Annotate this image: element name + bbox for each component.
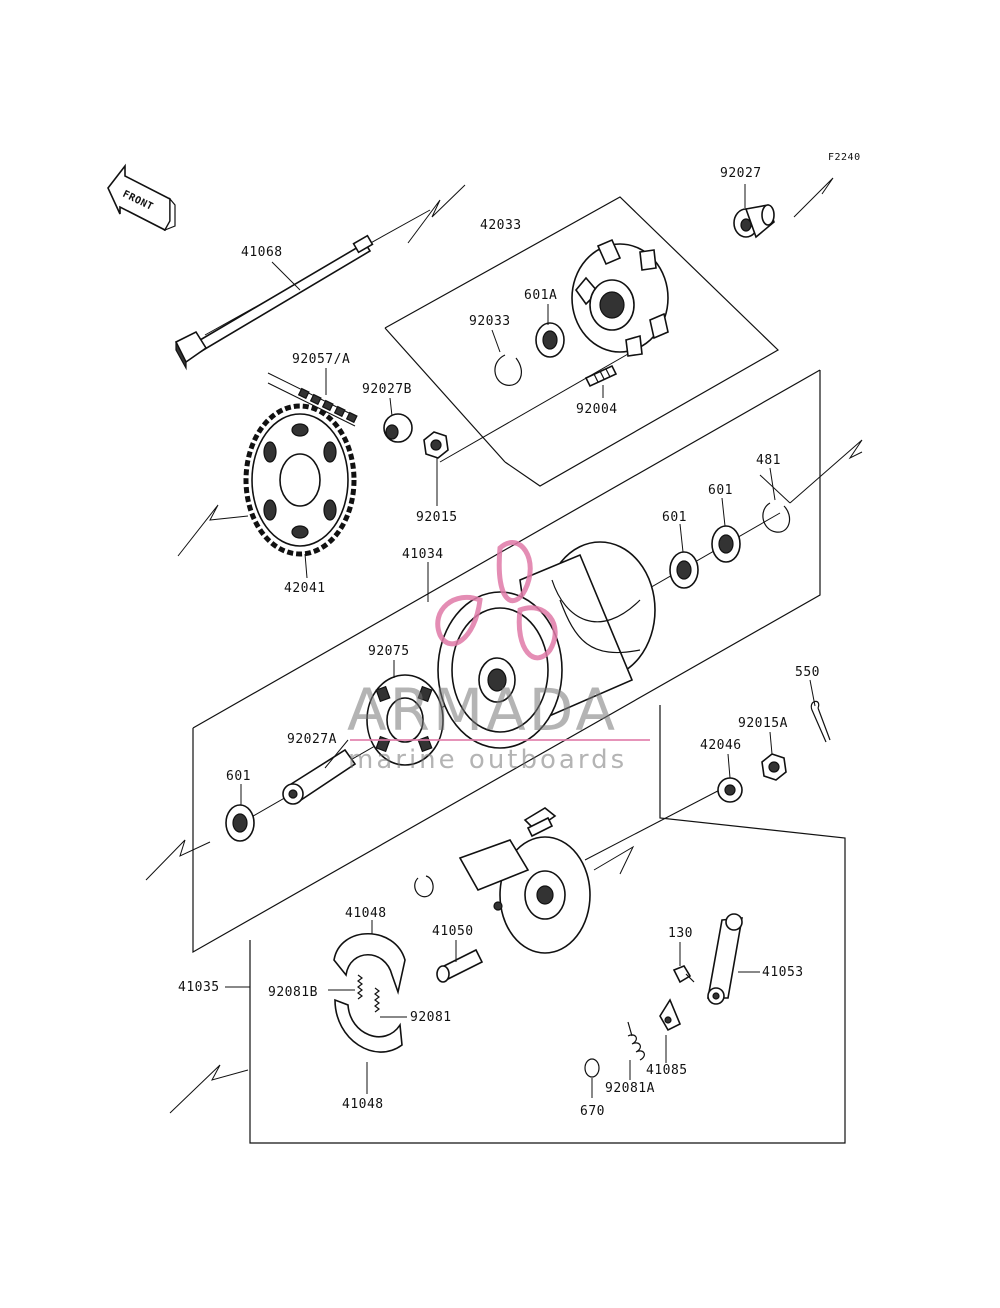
watermark-tagline: marine outboards [348, 745, 627, 775]
bearing-601-mid [669, 551, 699, 589]
spring-92081 [374, 987, 380, 1013]
group-outline-42033-edge [384, 327, 506, 463]
label-92057A: 92057/A [292, 352, 350, 367]
label-92075: 92075 [368, 644, 410, 659]
circlip-panel [414, 875, 434, 898]
brake-shoe-41048-top [333, 932, 406, 995]
label-41035: 41035 [178, 980, 220, 995]
label-130: 130 [668, 926, 693, 941]
label-601A: 601A [524, 288, 557, 303]
label-41048-bottom: 41048 [342, 1097, 384, 1112]
figure-code: F2240 [828, 152, 861, 163]
label-41048-top: 41048 [345, 906, 387, 921]
label-42041: 42041 [284, 581, 326, 596]
label-41053: 41053 [762, 965, 804, 980]
collar-92027A [282, 748, 357, 805]
watermark-brand: ARMADA [347, 676, 618, 744]
group-outline-42033 [384, 196, 779, 487]
damper-92075 [366, 674, 444, 766]
label-92027A: 92027A [287, 732, 337, 747]
label-92081: 92081 [410, 1010, 452, 1025]
camshaft-41050 [436, 948, 484, 983]
cotter-pin-550 [810, 700, 831, 743]
label-42046: 42046 [700, 738, 742, 753]
rear-sprocket-42041 [243, 403, 357, 557]
label-92033: 92033 [469, 314, 511, 329]
circlip-92033 [494, 354, 522, 386]
label-601-top: 601 [708, 483, 733, 498]
label-550: 550 [795, 665, 820, 680]
indicator-41085 [659, 998, 682, 1032]
collar-92027B [383, 413, 413, 443]
label-41085: 41085 [646, 1063, 688, 1078]
label-41068: 41068 [241, 245, 283, 260]
collar-42046 [717, 777, 743, 803]
bolt-130 [672, 965, 695, 984]
spring-92081B [357, 974, 363, 1000]
brake-panel-41035 [458, 836, 591, 954]
chain-92057A [267, 372, 358, 427]
sprocket-carrier-42033 [571, 238, 669, 357]
bearing-601A [535, 322, 565, 358]
spring-92081A [627, 1021, 645, 1061]
rod-41053 [707, 913, 743, 1005]
label-601-left: 601 [226, 769, 251, 784]
axis-break-lines [145, 177, 863, 1114]
group-outline-41034-top [192, 369, 821, 729]
label-92015: 92015 [416, 510, 458, 525]
label-92015A: 92015A [738, 716, 788, 731]
group-outline-41034 [192, 370, 821, 954]
nut-92015 [423, 431, 449, 459]
label-92004: 92004 [576, 402, 618, 417]
front-arrow-icon: FRONT [107, 163, 176, 232]
o-ring-670 [584, 1058, 600, 1078]
label-481: 481 [756, 453, 781, 468]
brake-shoe-41048-bottom [334, 998, 403, 1053]
collar-92027 [733, 204, 775, 239]
label-670: 670 [580, 1104, 605, 1119]
label-leaders [225, 184, 816, 1098]
label-601-mid: 601 [662, 510, 687, 525]
part-labels: 92027 42033 41068 601A 92033 92057/A 920… [178, 166, 820, 1119]
axle-41068 [174, 234, 374, 371]
circlip-481 [762, 502, 791, 533]
bearing-601-left [225, 804, 255, 842]
label-92081A: 92081A [605, 1081, 655, 1096]
stud-92004 [584, 364, 618, 388]
label-42033: 42033 [480, 218, 522, 233]
watermark-logo [435, 540, 558, 661]
label-41050: 41050 [432, 924, 474, 939]
label-92081B: 92081B [268, 985, 318, 1000]
group-outline-41035 [249, 705, 846, 1144]
label-92027B: 92027B [362, 382, 412, 397]
watermark: ARMADA marine outboards [347, 540, 650, 775]
label-41034: 41034 [402, 547, 444, 562]
nut-92015A [761, 753, 787, 781]
label-92027: 92027 [720, 166, 762, 181]
bearing-601-top [711, 525, 741, 563]
bolt-panel [523, 807, 557, 838]
